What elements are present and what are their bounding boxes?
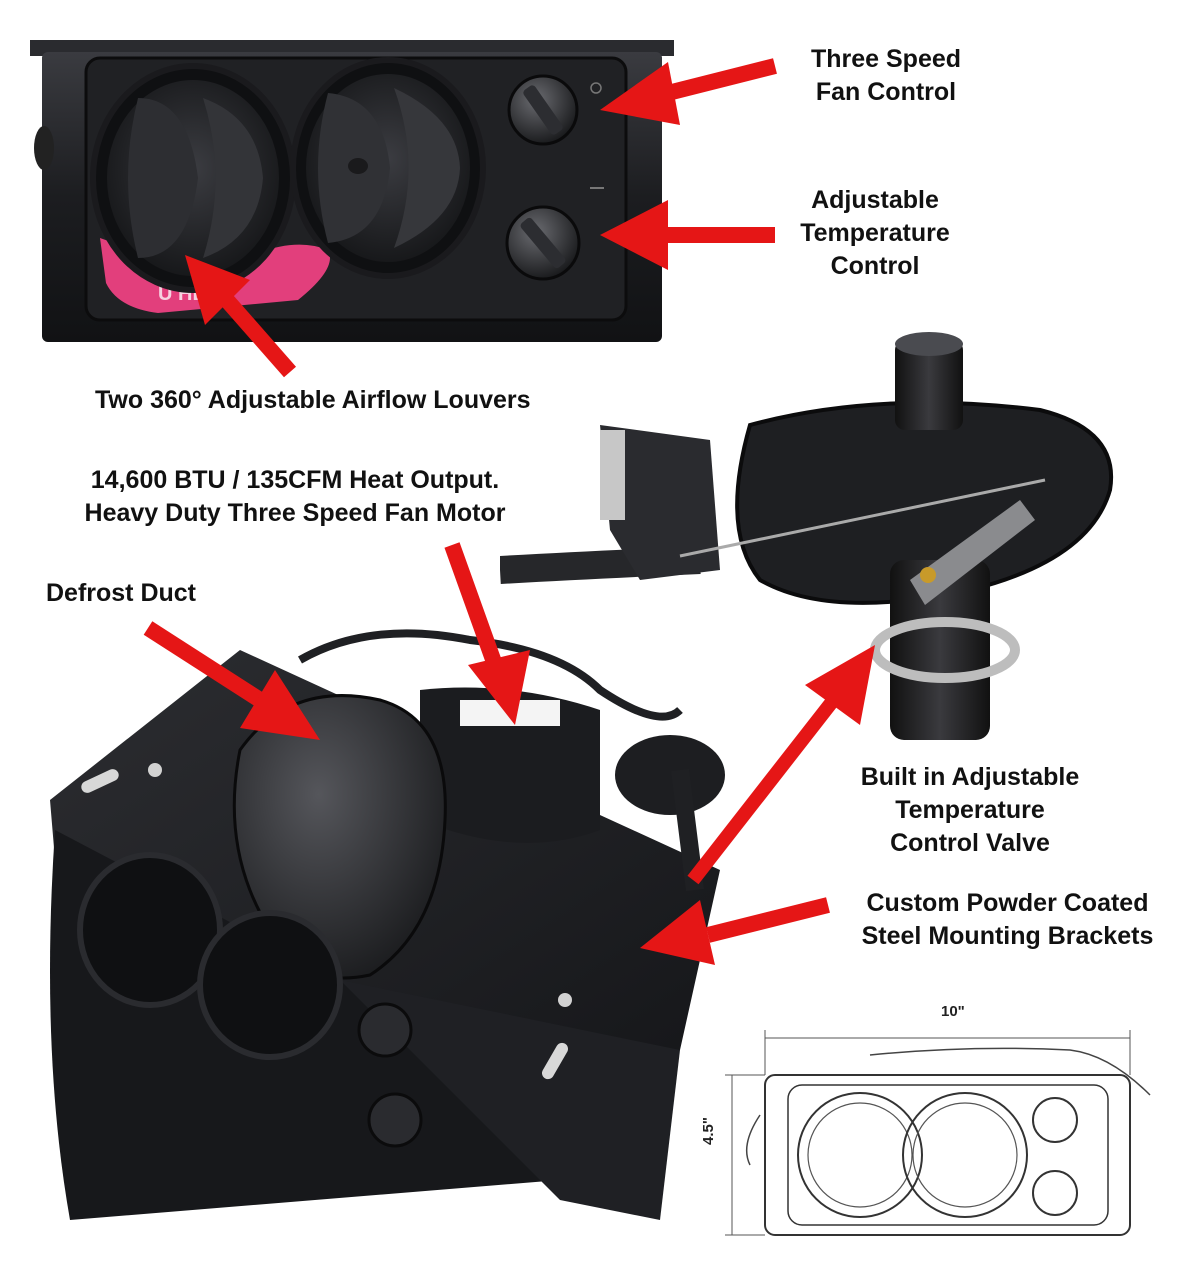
temperature-valve-photo bbox=[500, 332, 1114, 740]
width-dimension-label: 10" bbox=[941, 1003, 965, 1020]
arrow-mounting-brackets bbox=[640, 897, 830, 965]
arrow-fan-motor bbox=[444, 542, 530, 725]
dimension-drawing bbox=[725, 1030, 1151, 1236]
heat-output-label: 14,600 BTU / 135CFM Heat Output. Heavy D… bbox=[50, 464, 540, 530]
louvers-label: Two 360° Adjustable Airflow Louvers bbox=[95, 386, 531, 414]
mounting-brackets-line-2: Steel Mounting Brackets bbox=[861, 922, 1154, 950]
temperature-control-line-2: Temperature bbox=[800, 219, 950, 247]
mounting-brackets-label: Custom Powder Coated Steel Mounting Brac… bbox=[835, 887, 1180, 953]
arrow-temperature-control bbox=[600, 200, 775, 270]
front-panel-photo: U HEAT bbox=[30, 40, 674, 342]
control-valve-line-1: Built in Adjustable bbox=[860, 763, 1080, 791]
fan-control-line-1: Three Speed bbox=[810, 45, 962, 73]
control-valve-line-3: Control Valve bbox=[890, 829, 1050, 857]
temperature-control-line-3: Control bbox=[830, 252, 920, 280]
heater-unit-photo bbox=[50, 629, 725, 1220]
control-valve-label: Built in Adjustable Temperature Control … bbox=[835, 761, 1105, 860]
arrow-louvers bbox=[185, 255, 297, 378]
defrost-duct-label: Defrost Duct bbox=[46, 579, 197, 607]
arrow-control-valve bbox=[687, 645, 875, 885]
temperature-control-line-1: Adjustable bbox=[811, 186, 939, 214]
control-valve-line-2: Temperature bbox=[895, 796, 1045, 824]
fan-control-line-2: Fan Control bbox=[815, 78, 957, 106]
temperature-control-label: Adjustable Temperature Control bbox=[775, 184, 975, 283]
mounting-brackets-line-1: Custom Powder Coated bbox=[866, 889, 1149, 917]
arrow-defrost-duct bbox=[143, 621, 320, 740]
arrow-fan-control bbox=[600, 58, 777, 125]
heat-output-line-2: Heavy Duty Three Speed Fan Motor bbox=[84, 499, 506, 527]
fan-control-label: Three Speed Fan Control bbox=[786, 43, 986, 109]
heat-output-line-1: 14,600 BTU / 135CFM Heat Output. bbox=[90, 466, 500, 494]
